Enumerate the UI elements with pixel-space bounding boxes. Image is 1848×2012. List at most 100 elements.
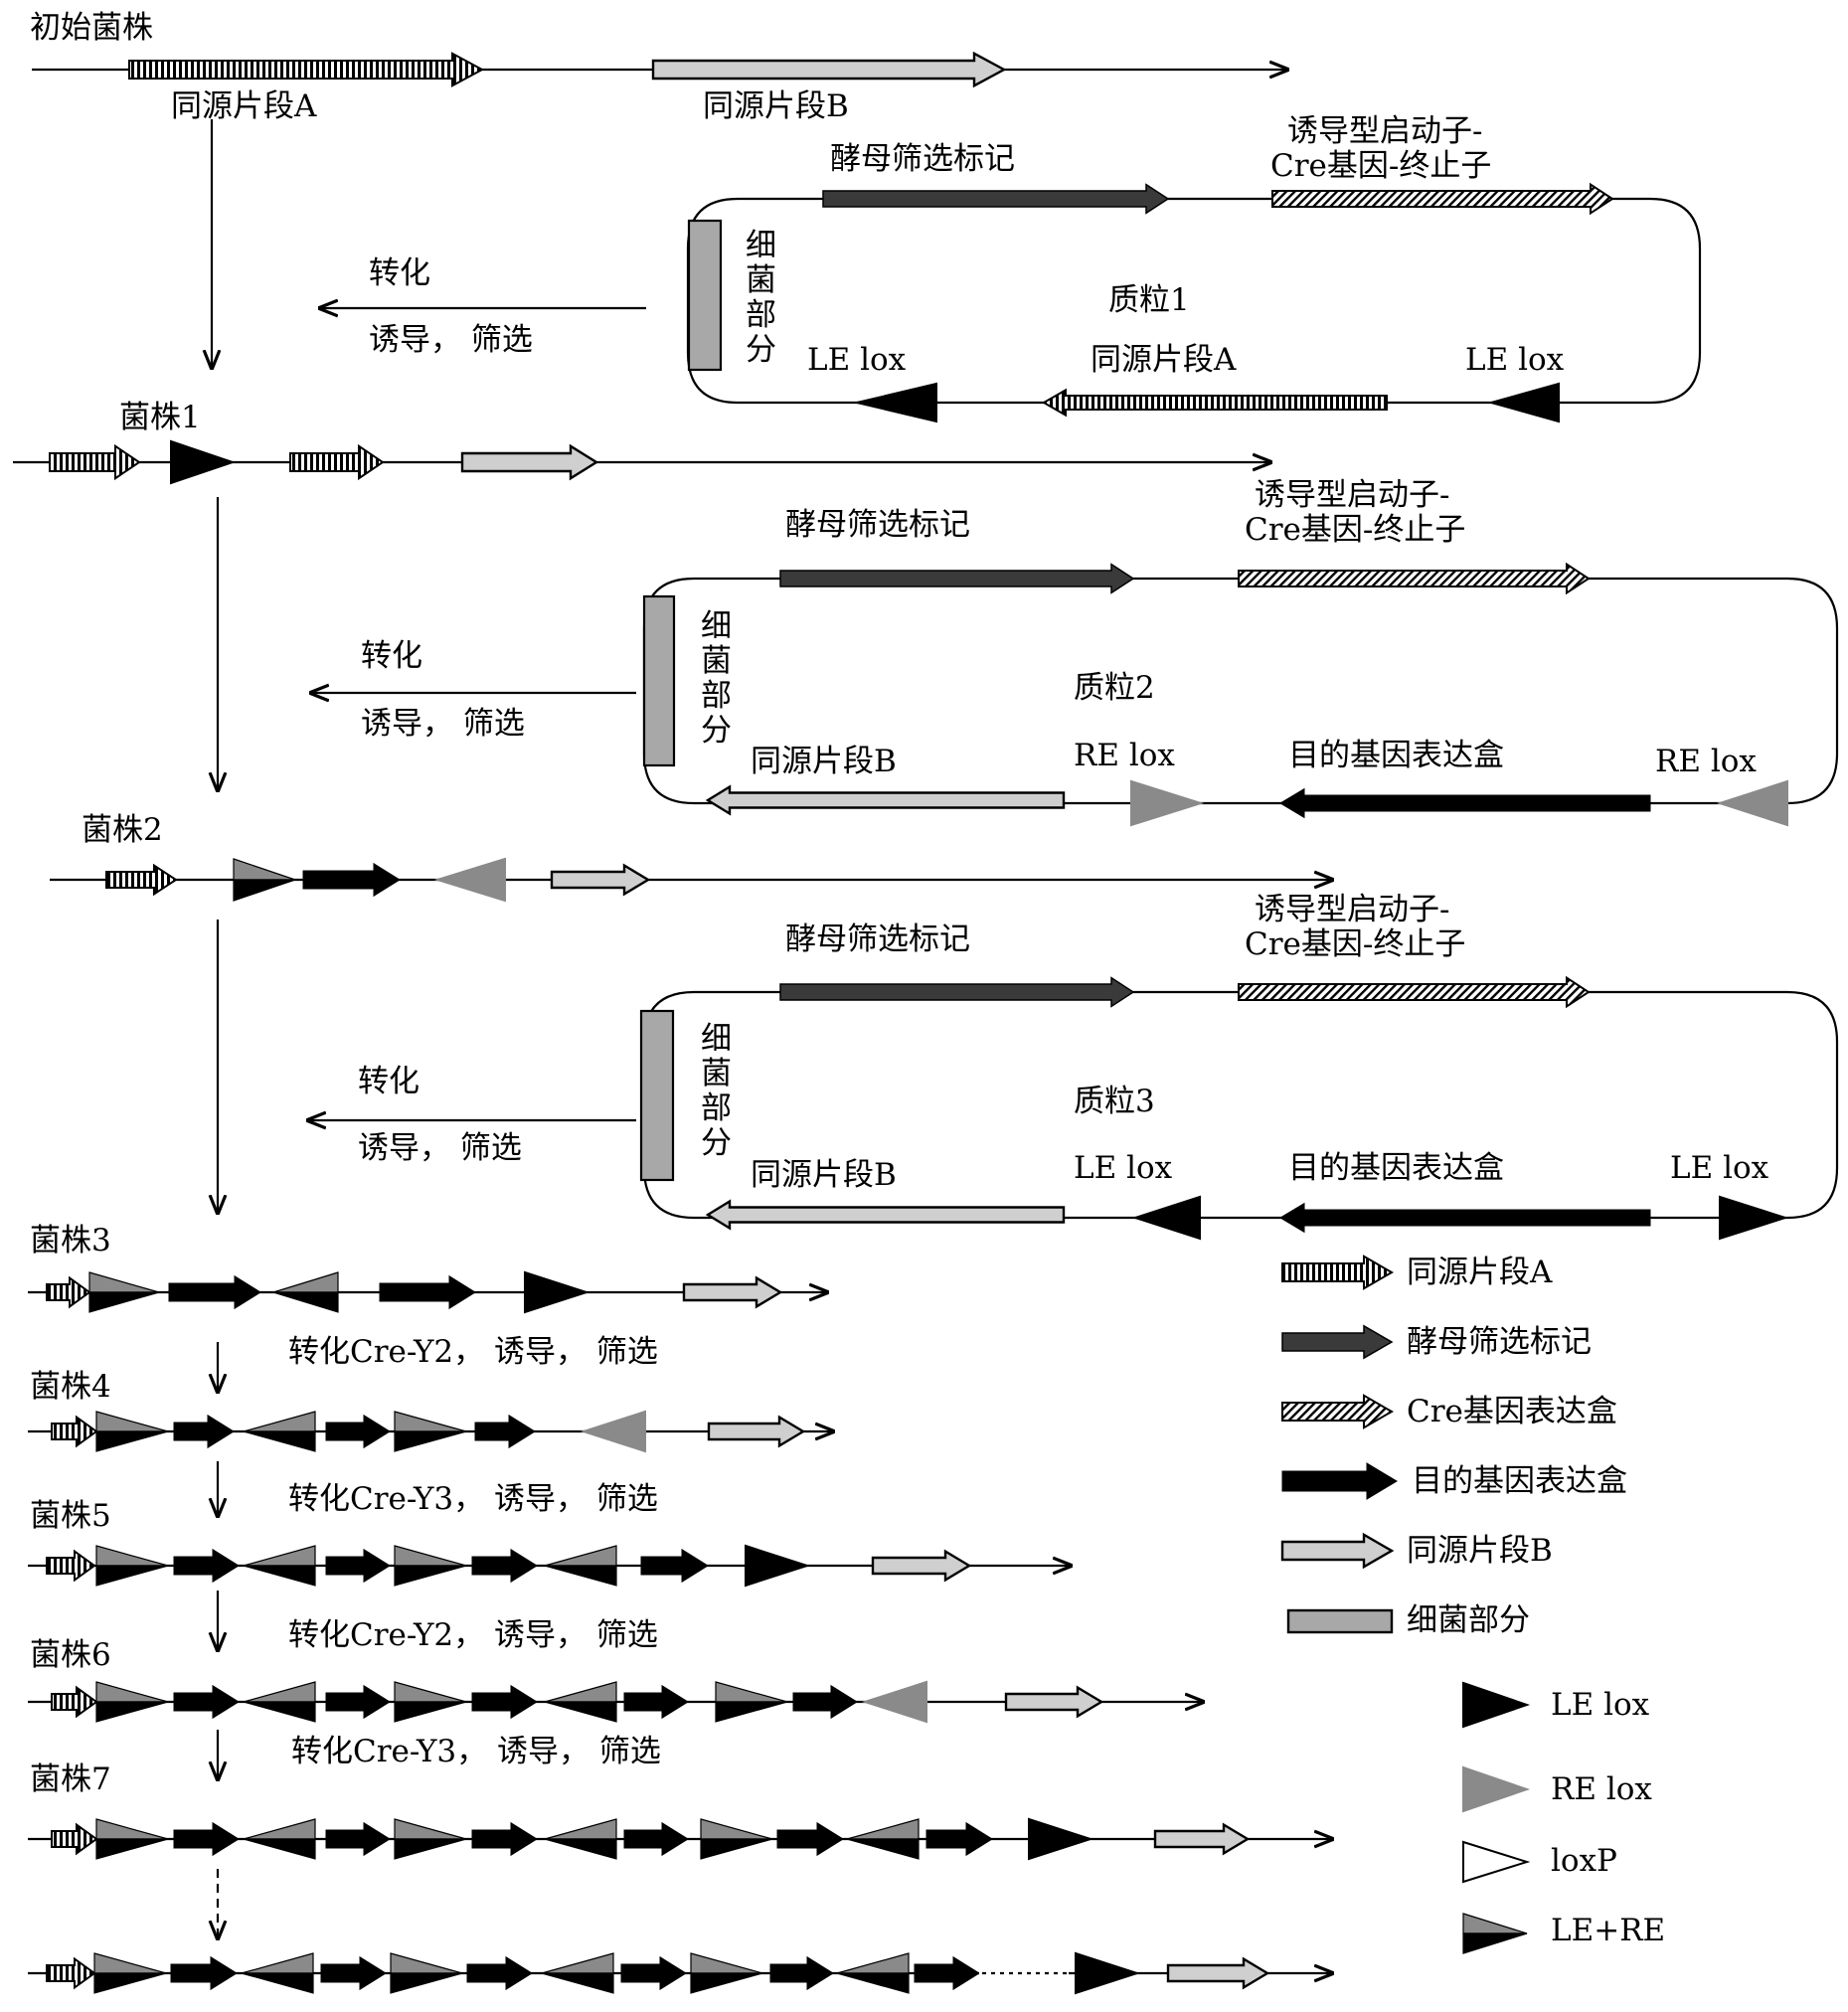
re-lox-triangle (861, 1680, 927, 1724)
gene-cassette-arrow (623, 1684, 689, 1720)
p2-bacterial-char-3: 部 (701, 678, 732, 714)
gene-cassette-arrow (173, 1684, 240, 1720)
le-lox-triangle (170, 439, 237, 485)
re-lox-half (715, 1681, 788, 1703)
homolog-b-arrow (707, 1415, 806, 1448)
re-lox-triangle (1130, 779, 1205, 827)
p3-bacterial-char-1: 细 (701, 1021, 732, 1057)
gene-cassette-arrow (1279, 787, 1651, 819)
re-lox-half (93, 1952, 167, 1974)
gene-cassette-arrow (168, 1274, 261, 1310)
le-lox-half (690, 1972, 763, 1994)
homolog-a-arrow (46, 1275, 91, 1309)
gene-cassette-arrow (173, 1821, 240, 1857)
re-lox-half (394, 1545, 467, 1567)
step5-label: 转化Cre-Y3， 诱导， 筛选 (288, 1481, 658, 1517)
legend-loxp-label: loxP (1551, 1843, 1617, 1879)
gene-cassette-arrow (325, 1548, 391, 1584)
plasmid-3-label: 质粒3 (1074, 1084, 1155, 1119)
step2-induce-label: 诱导， 筛选 (361, 706, 525, 742)
gene-cassette-arrow (620, 1955, 687, 1991)
strain-2-label: 菌株2 (82, 812, 163, 848)
gene-cassette-arrow (466, 1955, 533, 1991)
homolog-a-arrow (1041, 388, 1388, 418)
re-lox-half (541, 1952, 614, 1974)
p3-le-lox-left-label: LE lox (1074, 1150, 1173, 1186)
legend-re-lox-label: RE lox (1551, 1771, 1652, 1807)
strain-4-label: 菌株4 (30, 1369, 111, 1405)
step4-label: 转化Cre-Y2， 诱导， 筛选 (288, 1334, 658, 1370)
yeast-marker-arrow (1281, 1324, 1394, 1360)
homolog-a-arrow (1281, 1255, 1394, 1290)
homolog-a-arrow (105, 863, 178, 897)
p2-inducible-label-2: Cre基因-终止子 (1245, 512, 1465, 548)
homolog-a-arrow (51, 1415, 98, 1448)
le-lox-half (95, 1430, 169, 1452)
p2-bacterial-char-4: 分 (701, 713, 732, 749)
gene-cassette-arrow (471, 1821, 538, 1857)
gene-cassette-arrow (1281, 1462, 1398, 1500)
re-lox-half (394, 1681, 467, 1703)
p2-bacterial-char-2: 菌 (701, 643, 732, 679)
gene-cassette-arrow (325, 1684, 391, 1720)
le-lox-half (88, 1291, 160, 1313)
p3-homolog-b-label: 同源片段B (751, 1157, 897, 1193)
strain-3-label: 菌株3 (30, 1223, 111, 1258)
p3-bacterial-box (639, 1009, 675, 1182)
cre-cassette-arrow (1238, 562, 1591, 595)
le-lox-half (544, 1701, 617, 1723)
homolog-b-arrow (705, 784, 1066, 816)
homolog-a-arrow (46, 1956, 96, 1990)
re-lox-half (390, 1952, 463, 1974)
le-lox-triangle (856, 382, 937, 423)
le-lox-half (243, 1430, 316, 1452)
legend-homolog-a-label: 同源片段A (1407, 1255, 1553, 1290)
step3-transform-label: 转化 (358, 1064, 420, 1099)
homolog-b-arrow (705, 1199, 1066, 1231)
p1-homolog-a-label: 同源片段A (1091, 342, 1237, 378)
p2-homolog-b-label: 同源片段B (751, 744, 897, 779)
p3-le-lox-right-label: LE lox (1670, 1150, 1769, 1186)
step1-induce-label: 诱导， 筛选 (369, 322, 533, 358)
p2-re-lox-right-label: RE lox (1655, 744, 1757, 779)
gene-cassette-arrow (170, 1955, 238, 1991)
re-lox-half (846, 1818, 920, 1840)
le-lox-half (541, 1972, 614, 1994)
diagram-shapes (13, 51, 1839, 1995)
le-lox-triangle (1462, 1681, 1531, 1729)
re-lox-half (88, 1271, 160, 1293)
gene-cassette-arrow (623, 1821, 689, 1857)
re-lox-half (243, 1818, 316, 1840)
re-lox-half (394, 1411, 467, 1432)
homolog-a-arrow (289, 443, 385, 481)
homolog-a-arrow (51, 1822, 98, 1856)
legend-cre-cassette-label: Cre基因表达盒 (1407, 1394, 1617, 1429)
homolog-a-arrow (46, 1549, 96, 1583)
strain-5-label: 菌株5 (30, 1498, 111, 1534)
gene-cassette-arrow (640, 1548, 709, 1584)
re-lox-triangle (1462, 1765, 1531, 1813)
gene-cassette-arrow (914, 1955, 980, 1991)
re-lox-triangle (1716, 779, 1788, 827)
le-lox-half (243, 1565, 316, 1587)
le-lox-triangle (1028, 1817, 1094, 1861)
re-lox-half (544, 1545, 617, 1567)
le-lox-half (846, 1838, 920, 1860)
le-lox-half (544, 1838, 617, 1860)
le-lox-half (394, 1430, 467, 1452)
plasmid-1-label: 质粒1 (1108, 282, 1190, 318)
legend-le-re-label: LE+RE (1551, 1913, 1665, 1948)
p1-le-lox-left-label: LE lox (807, 342, 907, 378)
re-lox-half (95, 1411, 169, 1432)
strain-1-label: 菌株1 (119, 400, 201, 435)
yeast-marker-arrow (822, 183, 1170, 215)
p3-bacterial-char-2: 菌 (701, 1056, 732, 1091)
le-lox-half (700, 1838, 773, 1860)
gene-cassette-arrow (325, 1821, 391, 1857)
le-lox-half (272, 1291, 339, 1313)
initial-strain-label: 初始菌株 (30, 10, 153, 46)
gene-cassette-arrow (471, 1684, 538, 1720)
legend-bacterial-label: 细菌部分 (1407, 1602, 1530, 1638)
re-lox-half (544, 1681, 617, 1703)
le-lox-half (394, 1838, 467, 1860)
